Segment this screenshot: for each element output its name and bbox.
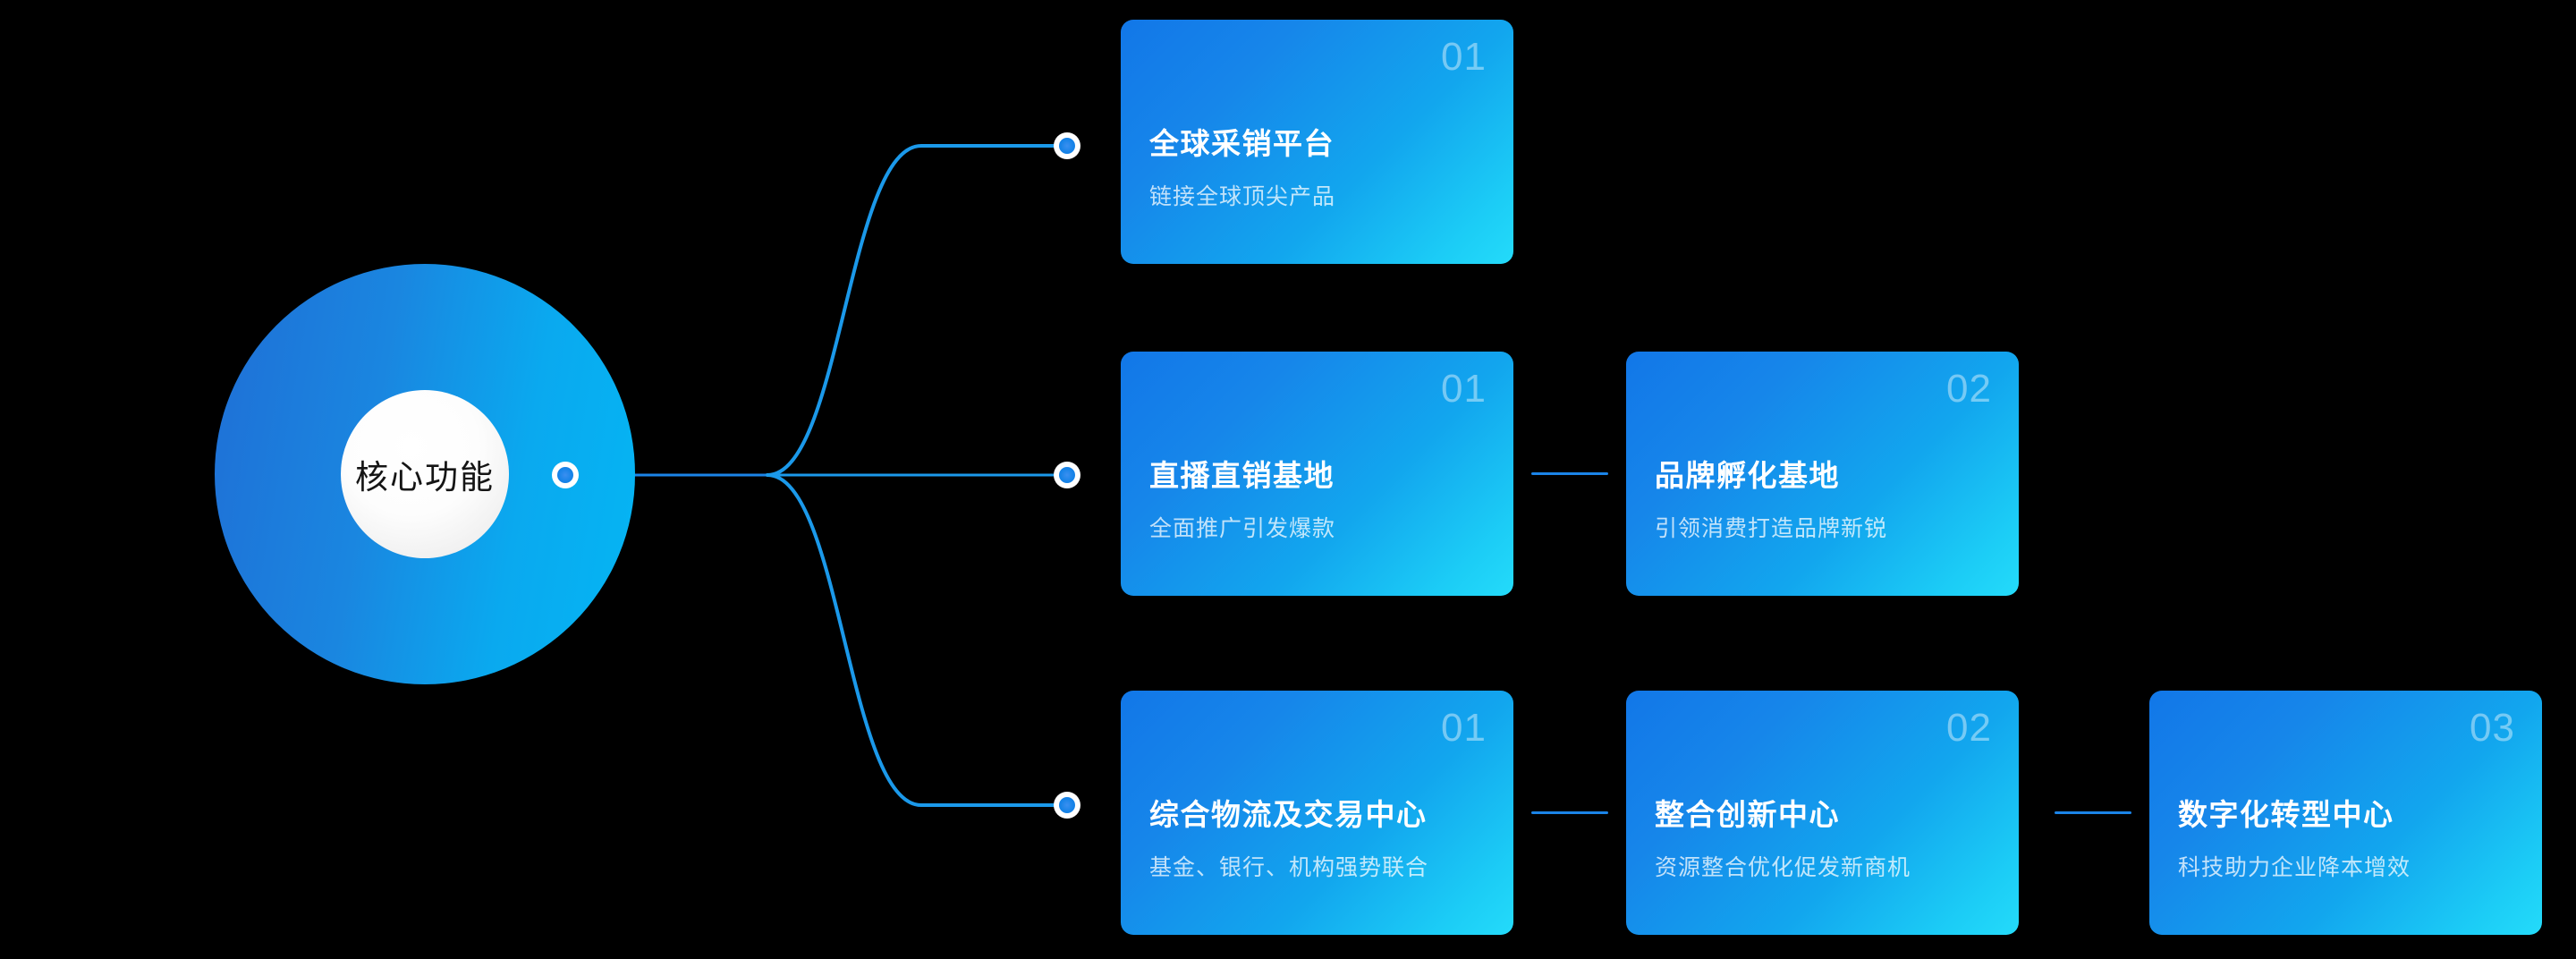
- card-number: 02: [1946, 706, 1992, 750]
- card-integration-innovation-center[interactable]: 02 整合创新中心 资源整合优化促发新商机: [1626, 691, 2019, 935]
- card-number: 03: [2470, 706, 2515, 750]
- central-hub-label: 核心功能: [355, 459, 495, 496]
- card-title: 直播直销基地: [1149, 459, 1335, 492]
- card-brand-incubation-base[interactable]: 02 品牌孵化基地 引领消费打造品牌新锐: [1626, 352, 2019, 596]
- card-number: 01: [1441, 367, 1487, 411]
- branch-line-down: [766, 473, 1063, 807]
- card-title: 整合创新中心: [1655, 798, 1840, 831]
- link-branch2-card1-card2: [1531, 472, 1608, 475]
- card-subtitle: 引领消费打造品牌新锐: [1655, 516, 1888, 541]
- card-subtitle: 资源整合优化促发新商机: [1655, 855, 1911, 880]
- branch-1-connector-dot: [1054, 132, 1080, 159]
- card-live-streaming-base[interactable]: 01 直播直销基地 全面推广引发爆款: [1121, 352, 1513, 596]
- card-number: 02: [1946, 367, 1992, 411]
- branch-2-connector-dot: [1054, 462, 1080, 488]
- central-hub-core: 核心功能: [341, 390, 509, 558]
- card-number: 01: [1441, 35, 1487, 79]
- branch-3-connector-dot: [1054, 792, 1080, 819]
- card-number: 01: [1441, 706, 1487, 750]
- card-logistics-trading-center[interactable]: 01 综合物流及交易中心 基金、银行、机构强势联合: [1121, 691, 1513, 935]
- branch-line-up: [766, 144, 1063, 477]
- hub-connector-dot: [552, 462, 579, 488]
- card-subtitle: 基金、银行、机构强势联合: [1149, 855, 1429, 880]
- card-title: 品牌孵化基地: [1655, 459, 1840, 492]
- card-title: 综合物流及交易中心: [1149, 798, 1428, 831]
- card-subtitle: 科技助力企业降本增效: [2178, 855, 2411, 880]
- card-global-sourcing-platform[interactable]: 01 全球采销平台 链接全球顶尖产品: [1121, 20, 1513, 264]
- card-title: 数字化转型中心: [2178, 798, 2394, 831]
- card-title: 全球采销平台: [1149, 127, 1335, 160]
- link-branch3-card2-card3: [2055, 811, 2131, 814]
- card-subtitle: 链接全球顶尖产品: [1149, 184, 1336, 209]
- link-branch3-card1-card2: [1531, 811, 1608, 814]
- card-subtitle: 全面推广引发爆款: [1149, 516, 1336, 541]
- card-digital-transformation-center[interactable]: 03 数字化转型中心 科技助力企业降本增效: [2149, 691, 2542, 935]
